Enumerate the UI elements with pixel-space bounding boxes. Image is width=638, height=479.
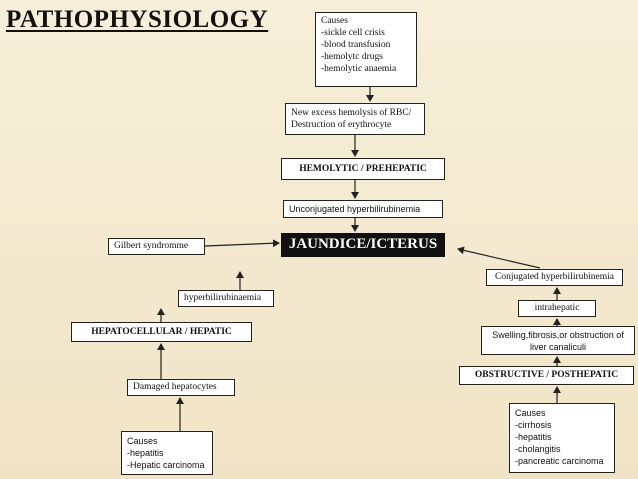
cause-item: -cirrhosis xyxy=(515,420,552,430)
hyperbilirubinaemia-box: hyperbilirubinaemia xyxy=(178,290,274,307)
cause-item: -hepatitis xyxy=(515,432,552,442)
swelling-box: Swelling,fibrosis,or obstruction of live… xyxy=(481,326,635,355)
hepatocellular-hepatic-box: HEPATOCELLULAR / HEPATIC xyxy=(71,322,252,342)
cause-item: -blood transfusion xyxy=(321,40,391,50)
causes-obstructive-box: Causes -cirrhosis -hepatitis -cholangiti… xyxy=(509,403,615,473)
cause-item: -hemolytc drugs xyxy=(321,52,384,62)
cause-item: -pancreatic carcinoma xyxy=(515,456,604,466)
swelling-line: Swelling,fibrosis,or obstruction of xyxy=(492,330,624,340)
obstructive-posthepatic-box: OBSTRUCTIVE / POSTHEPATIC xyxy=(459,366,634,385)
arrow-conjugated-to-jaundice xyxy=(457,246,541,269)
swelling-line: liver canaliculi xyxy=(529,342,587,352)
cause-item: -Hepatic carcinoma xyxy=(127,460,205,470)
hemolytic-prehepatic-box: HEMOLYTIC / PREHEPATIC xyxy=(281,158,445,180)
cause-item: -sickle cell crisis xyxy=(321,28,385,38)
arrow-gilbert-to-jaundice xyxy=(204,239,280,248)
cause-item: -hepatitis xyxy=(127,448,164,458)
page-title: PATHOPHYSIOLOGY xyxy=(6,6,269,33)
causes-heading: Causes xyxy=(321,16,348,26)
gilbert-syndrome-box: Gilbert syndromme xyxy=(108,238,205,255)
causes-heading: Causes xyxy=(127,436,158,446)
conjugated-box: Conjugated hyperbilirubinemia xyxy=(486,269,623,286)
hemolysis-line: Destruction of erythrocyte xyxy=(291,120,392,130)
intrahepatic-box: intrahepatic xyxy=(518,300,596,317)
hemolysis-line: New excess hemolysis of RBC/ xyxy=(291,108,412,118)
unconjugated-box: Unconjugated hyperbilirubinemia xyxy=(283,200,443,218)
damaged-hepatocytes-box: Damaged hepatocytes xyxy=(127,379,235,396)
cause-item: -hemolytic anaemia xyxy=(321,64,397,74)
causes-hemolytic-box: Causes -sickle cell crisis -blood transf… xyxy=(315,12,417,87)
cause-item: -cholangitis xyxy=(515,444,561,454)
causes-heading: Causes xyxy=(515,408,546,418)
causes-hepatic-box: Causes -hepatitis -Hepatic carcinoma xyxy=(121,431,213,475)
jaundice-icterus-box: JAUNDICE/ICTERUS xyxy=(281,233,445,257)
hemolysis-box: New excess hemolysis of RBC/ Destruction… xyxy=(285,103,425,135)
